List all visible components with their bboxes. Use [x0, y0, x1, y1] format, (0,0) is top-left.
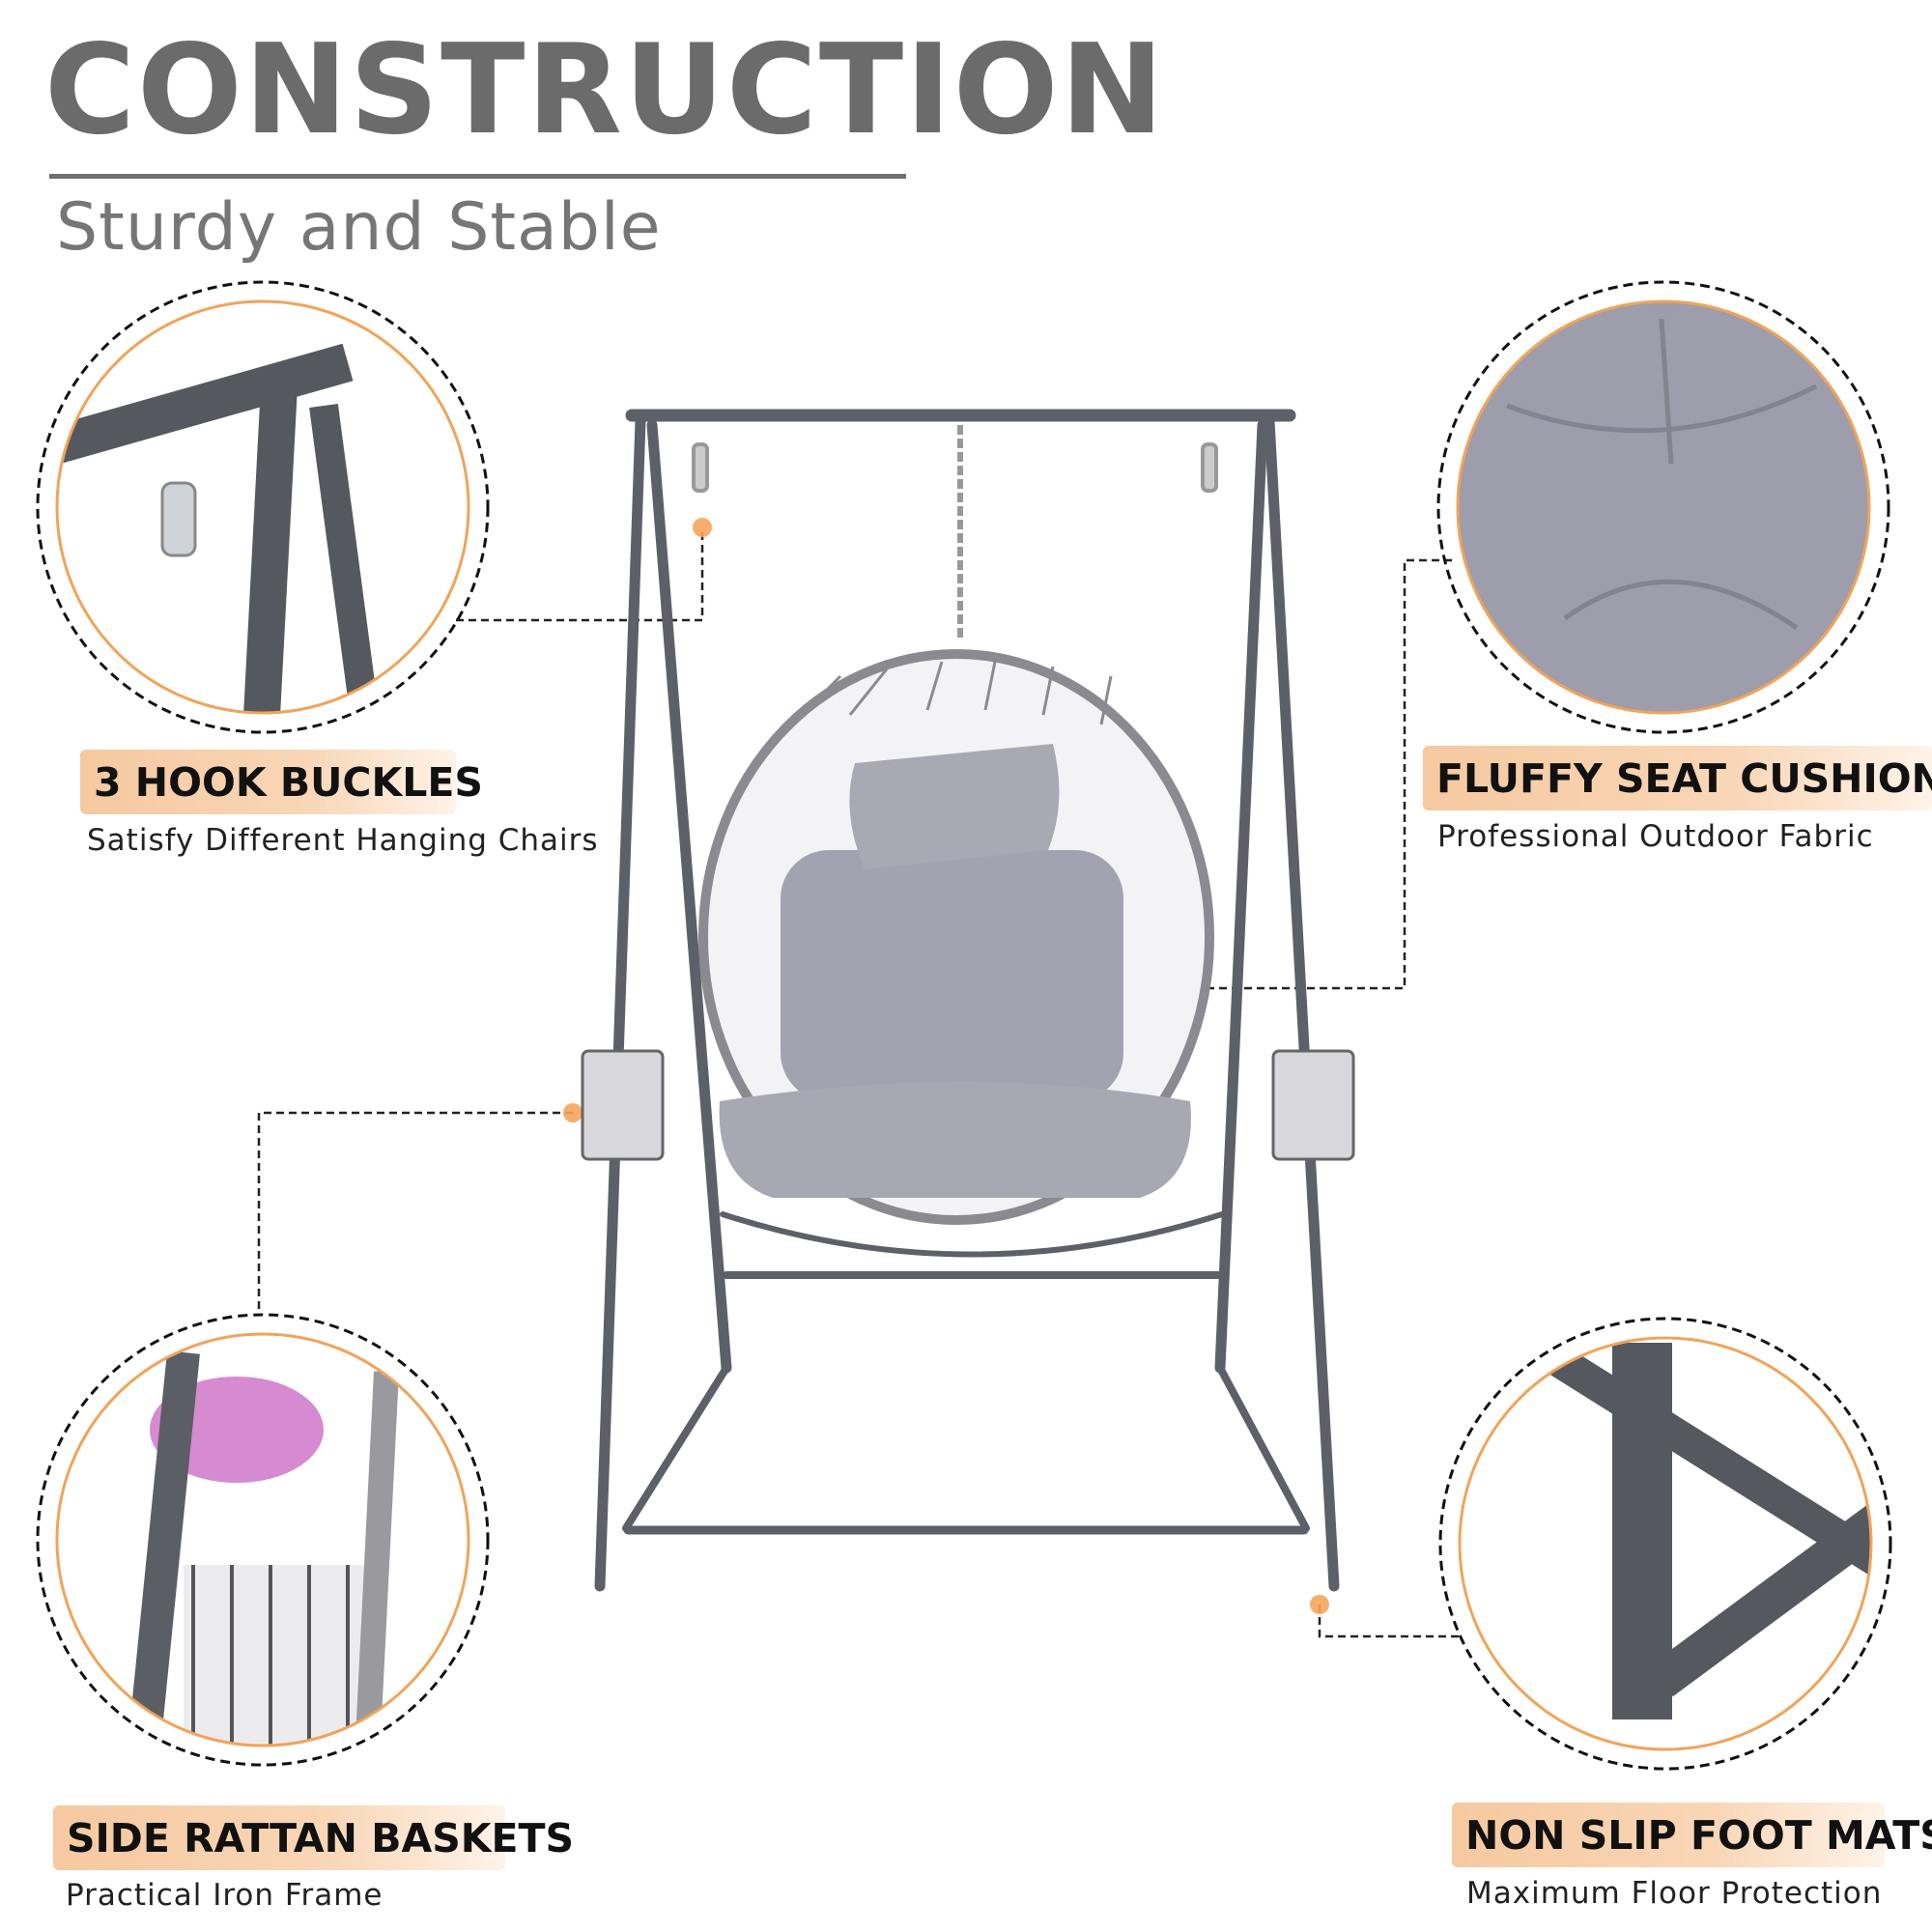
connector-foot — [1318, 1605, 1460, 1638]
feature-description: Practical Iron Frame — [66, 1878, 384, 1913]
page-title: CONSTRUCTION — [44, 18, 1166, 162]
feature-description: Satisfy Different Hanging Chairs — [87, 823, 599, 858]
feature-title: 3 HOOK BUCKLES — [94, 759, 483, 806]
basket-detail-image — [57, 1334, 469, 1746]
feature-title: SIDE RATTAN BASKETS — [67, 1815, 575, 1861]
hotspot-basket — [563, 1103, 582, 1122]
side-baskets — [581, 1049, 1355, 1161]
feature-description: Professional Outdoor Fabric — [1437, 819, 1874, 854]
detail-circle-cushion — [1436, 280, 1890, 734]
detail-circle-foot — [1438, 1317, 1892, 1771]
feature-description: Maximum Floor Protection — [1466, 1876, 1883, 1911]
hotspot-foot — [1310, 1595, 1329, 1614]
swing-frame — [594, 409, 1340, 1592]
feature-title: FLUFFY SEAT CUSHIONS — [1436, 755, 1932, 802]
feature-badge-rattan-baskets: SIDE RATTAN BASKETS — [53, 1805, 574, 1870]
connector-hook — [456, 527, 704, 622]
detail-circle-basket — [36, 1313, 490, 1767]
page-subtitle: Sturdy and Stable — [56, 189, 662, 266]
connector-cushion — [1136, 558, 1452, 990]
foot-detail-image — [1460, 1338, 1871, 1749]
hotspot-hook — [693, 518, 712, 537]
connector-basket — [257, 1111, 573, 1316]
egg-chair — [698, 649, 1214, 1225]
feature-badge-seat-cushions: FLUFFY SEAT CUSHIONS — [1423, 746, 1932, 810]
hook-detail-image — [57, 301, 469, 713]
feature-title: NON SLIP FOOT MATS — [1465, 1812, 1932, 1859]
detail-circle-hook — [36, 280, 490, 734]
hook-springs — [692, 425, 1218, 638]
title-divider — [49, 174, 906, 179]
feature-badge-hook-buckles: 3 HOOK BUCKLES — [80, 750, 483, 814]
feature-badge-foot-mats: NON SLIP FOOT MATS — [1452, 1803, 1932, 1867]
cushion-detail-image — [1458, 301, 1869, 713]
